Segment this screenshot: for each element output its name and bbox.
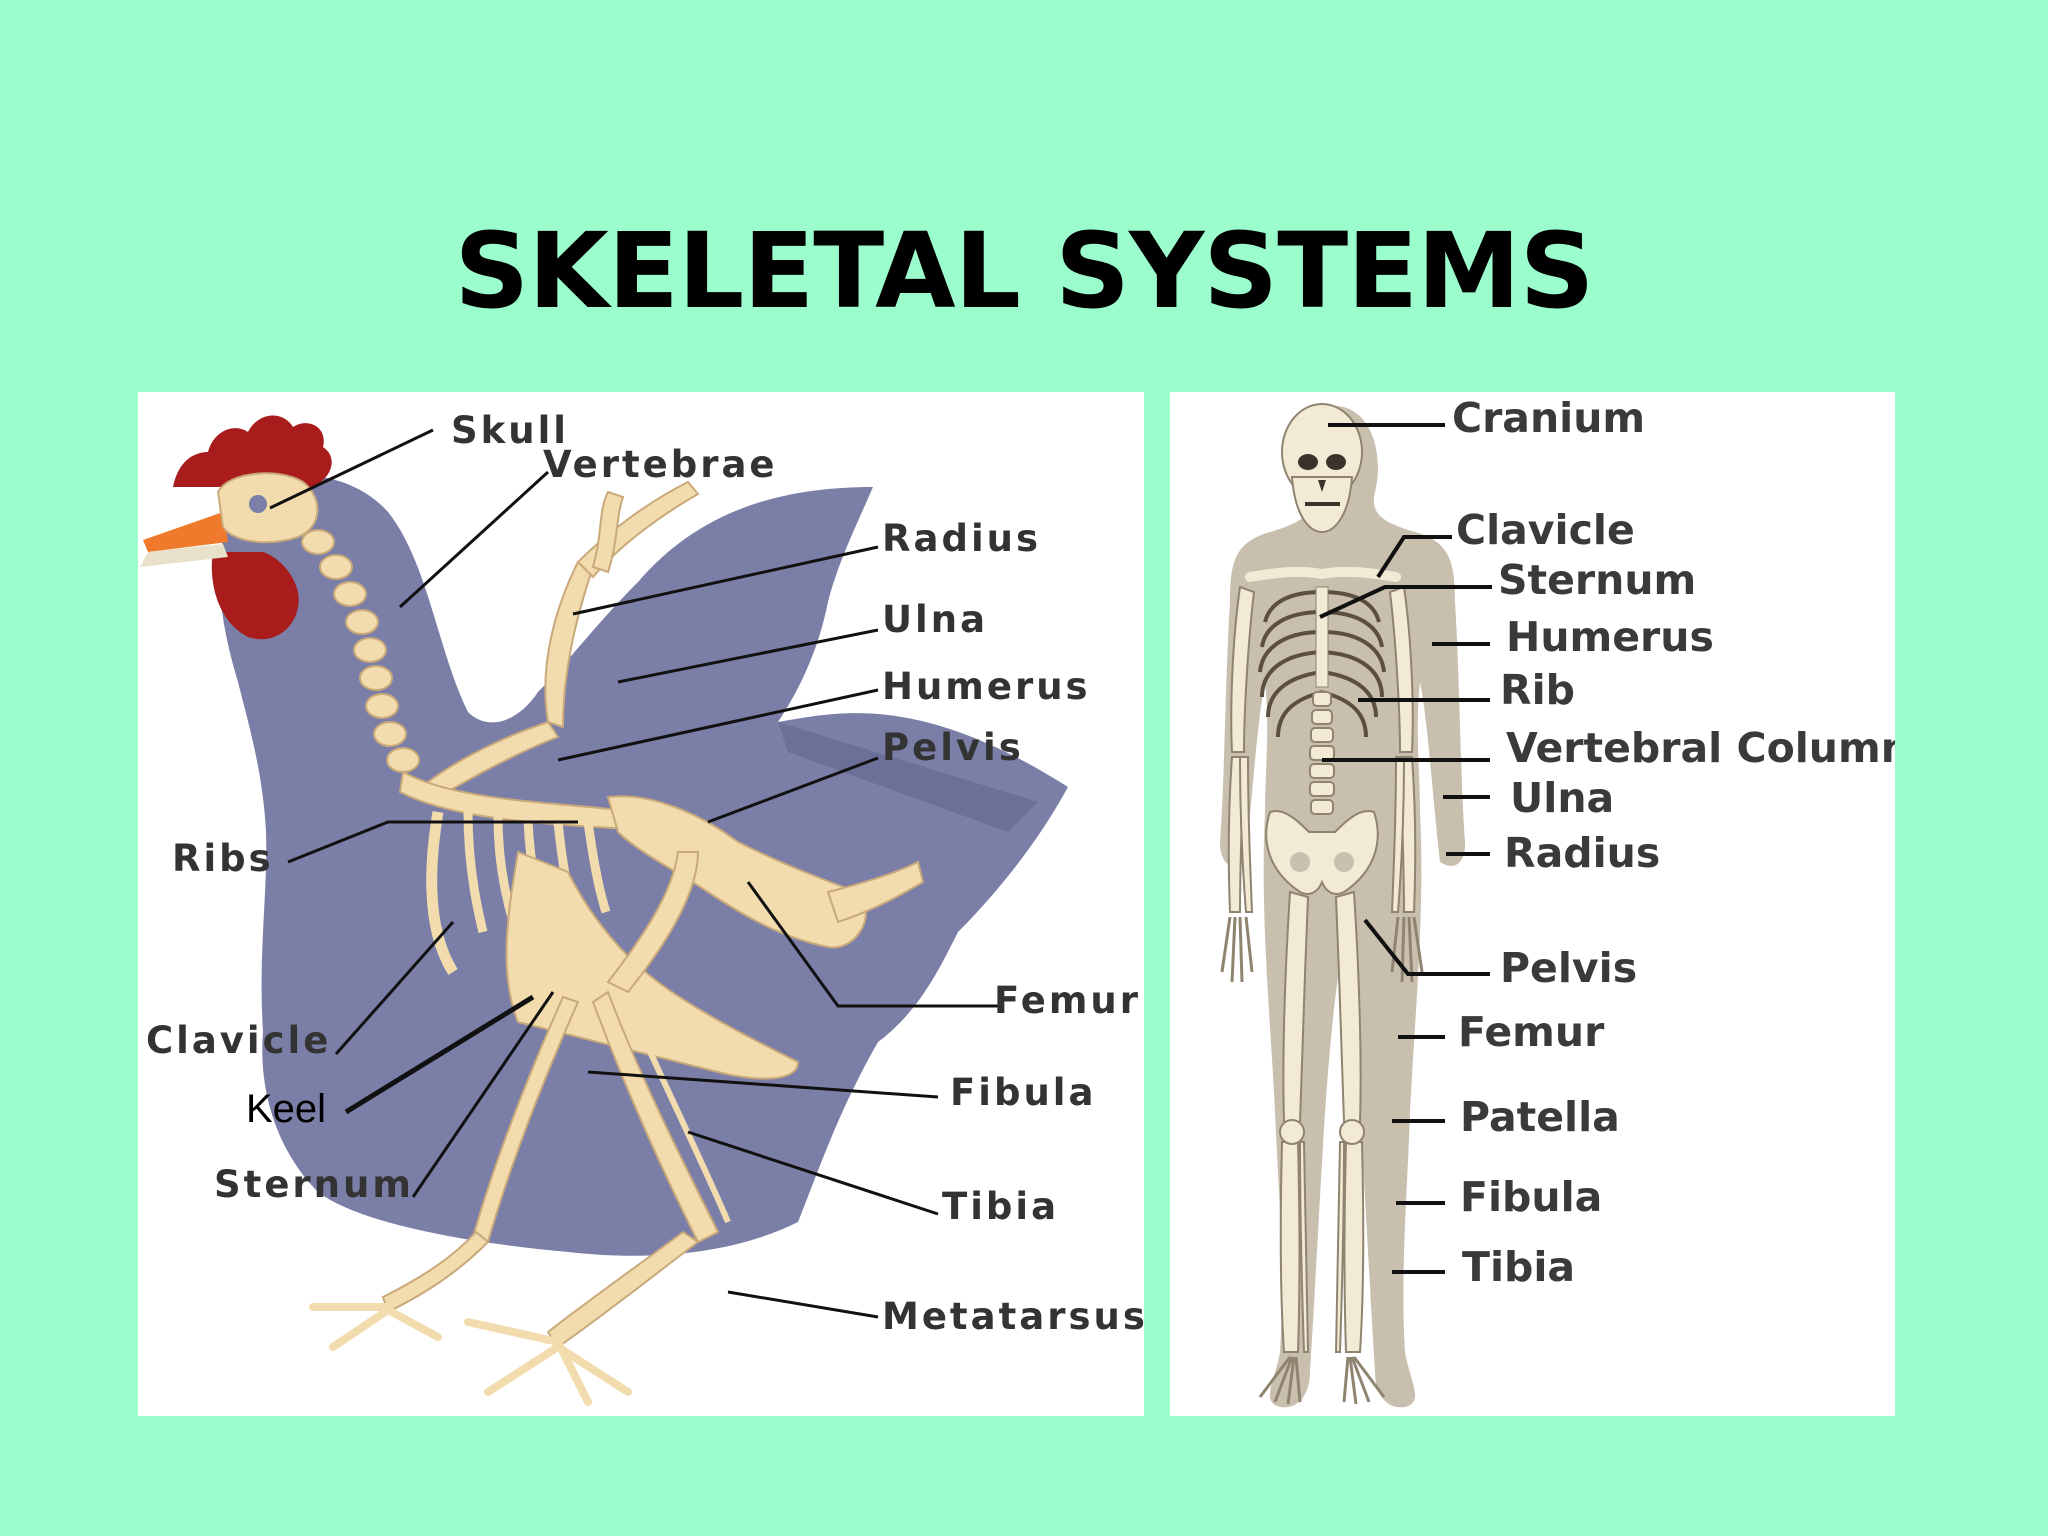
- chicken-toe-bones: [309, 1303, 632, 1406]
- label-chicken-clavicle: Clavicle: [146, 1019, 332, 1062]
- chicken-beak: [143, 512, 228, 552]
- label-human-rib: Rib: [1500, 666, 1575, 714]
- chicken-skeleton-diagram: Skull Vertebrae Radius Ulna Humerus Pelv…: [138, 392, 1144, 1416]
- label-human-tibia: Tibia: [1462, 1243, 1576, 1291]
- chicken-pelvis-bone: [606, 795, 868, 949]
- label-chicken-femur: Femur: [994, 979, 1142, 1022]
- label-human-sternum: Sternum: [1498, 556, 1697, 604]
- human-skeleton-diagram: Cranium Clavicle Sternum Humerus Rib Ver…: [1170, 392, 1895, 1416]
- slide-title: SKELETAL SYSTEMS: [454, 210, 1594, 332]
- label-chicken-radius: Radius: [882, 517, 1041, 560]
- chicken-comb: [173, 415, 332, 487]
- label-human-cranium: Cranium: [1452, 394, 1646, 442]
- label-human-pelvis: Pelvis: [1500, 944, 1638, 992]
- chicken-clavicle-bone: [426, 811, 458, 975]
- label-human-humerus: Humerus: [1506, 613, 1714, 661]
- chicken-femur-bone: [606, 851, 700, 994]
- label-human-femur: Femur: [1458, 1008, 1605, 1056]
- label-chicken-tibia: Tibia: [942, 1185, 1060, 1228]
- human-foot-bones: [1258, 1356, 1386, 1405]
- human-hand-bones: [1220, 916, 1424, 983]
- label-human-patella: Patella: [1460, 1093, 1620, 1141]
- human-vertebral-column: [1309, 691, 1335, 815]
- label-chicken-pelvis: Pelvis: [882, 726, 1024, 769]
- label-chicken-ulna: Ulna: [882, 598, 989, 641]
- human-patella-bone: [1279, 1119, 1305, 1145]
- human-leg-bones: [1279, 890, 1365, 1353]
- human-clavicle-bone: [1245, 566, 1401, 582]
- label-human-vertebral-column: Vertebral Column: [1506, 724, 1895, 772]
- label-chicken-fibula: Fibula: [950, 1071, 1097, 1114]
- label-chicken-sternum: Sternum: [214, 1163, 414, 1206]
- label-chicken-metatarsus: Metatarsus: [882, 1295, 1144, 1338]
- label-chicken-vertebrae: Vertebrae: [543, 443, 778, 486]
- label-human-radius: Radius: [1504, 829, 1661, 877]
- chicken-illustration: [140, 415, 1068, 1406]
- human-illustration: [1220, 403, 1492, 1408]
- chicken-wing-bones: [426, 480, 700, 799]
- chicken-wattle: [211, 552, 299, 640]
- label-chicken-skull: Skull: [451, 409, 569, 452]
- label-human-ulna: Ulna: [1510, 774, 1615, 822]
- label-chicken-humerus: Humerus: [882, 665, 1091, 708]
- chicken-leader-lines: [269, 428, 998, 1319]
- label-human-clavicle: Clavicle: [1456, 506, 1635, 554]
- chicken-skull-bone: [216, 472, 319, 544]
- label-chicken-ribs: Ribs: [172, 837, 274, 880]
- label-chicken-keel: Keel: [246, 1087, 327, 1131]
- human-leader-lines: [1319, 423, 1492, 1274]
- human-sternum-bone: [1315, 586, 1329, 688]
- human-pelvis-bone: [1265, 810, 1379, 895]
- human-arm-bones: [1227, 585, 1417, 913]
- label-human-fibula: Fibula: [1460, 1173, 1603, 1221]
